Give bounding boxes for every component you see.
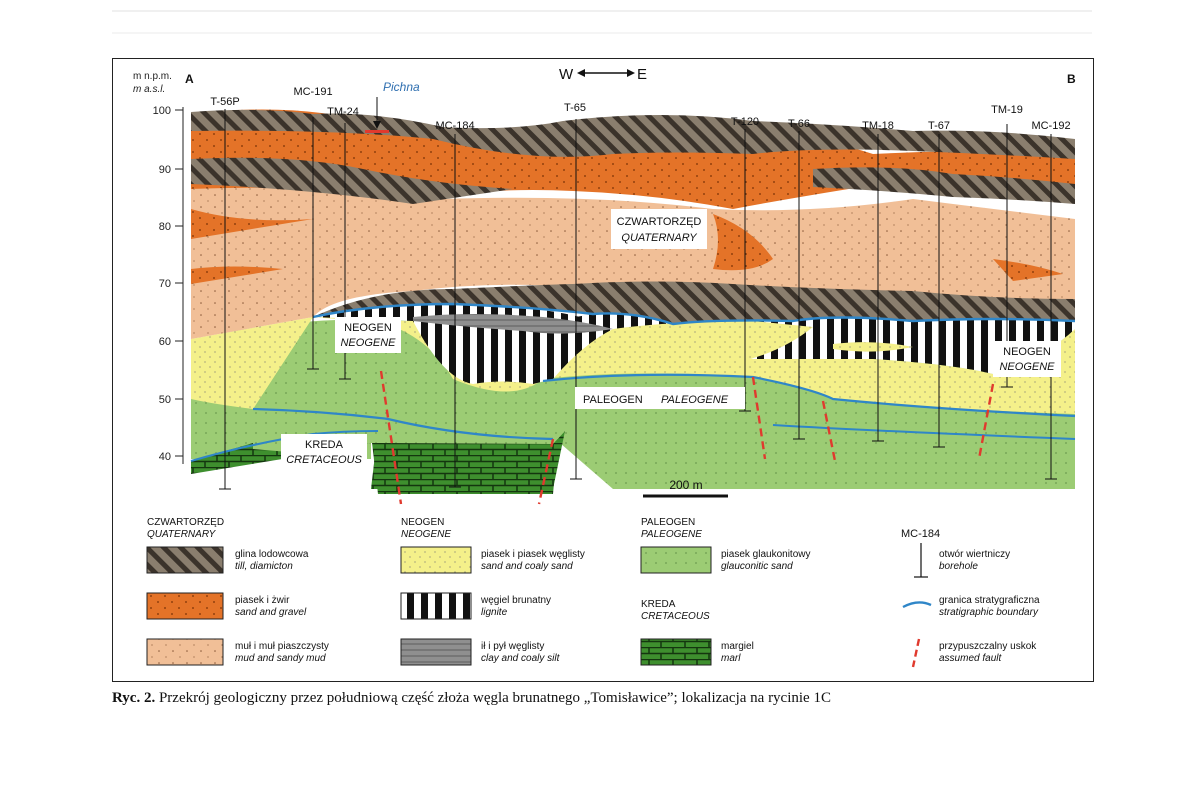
elevation-axis: m n.p.m. m a.s.l. 100 90 80 70 60 50 40 — [133, 71, 184, 464]
legend-heading-pl: CZWARTORZĘD — [147, 517, 224, 528]
legend-item-pl: otwór wiertniczy — [939, 549, 1010, 560]
tick-label: 80 — [159, 221, 171, 233]
legend-heading-en: QUATERNARY — [147, 529, 217, 540]
legend-item-en: mud and sandy mud — [235, 653, 326, 664]
legend-item-en: sand and coaly sand — [481, 561, 573, 572]
legend-boundary-symbol — [902, 601, 932, 609]
tick-label: 50 — [159, 394, 171, 406]
unit-label-pl: PALEOGEN — [583, 394, 643, 406]
section-end-a: A — [185, 72, 194, 86]
legend-borehole-label: MC-184 — [901, 528, 940, 540]
legend-swatch-marl — [640, 638, 712, 666]
legend-item-en: till, diamicton — [235, 561, 293, 572]
legend-swatch-lignite — [400, 592, 472, 620]
borehole-labels: T-56P MC-191 TM-24 MC-184 T-65 T-120 T-6… — [210, 86, 1070, 132]
scale-bar-label: 200 m — [669, 478, 702, 492]
axis-unit-pl: m n.p.m. — [133, 71, 172, 82]
legend-swatch-mud — [146, 638, 224, 666]
borehole-label: MC-184 — [435, 120, 474, 132]
unit-label-en: QUATERNARY — [621, 232, 697, 244]
legend-item-pl: węgiel brunatny — [480, 595, 551, 606]
east-label: E — [637, 66, 647, 83]
borehole-label: T-120 — [731, 116, 759, 128]
legend-item-pl: muł i muł piaszczysty — [235, 641, 329, 652]
legend-item-pl: granica stratygraficzna — [939, 595, 1040, 606]
geological-cross-section: m n.p.m. m a.s.l. 100 90 80 70 60 50 40 … — [133, 66, 1076, 668]
unit-label-pl: NEOGEN — [1003, 346, 1051, 358]
borehole-label: TM-24 — [327, 106, 359, 118]
borehole-label: T-67 — [928, 120, 950, 132]
legend-swatch-clay — [400, 638, 472, 666]
figure-frame: m n.p.m. m a.s.l. 100 90 80 70 60 50 40 … — [112, 58, 1094, 682]
borehole-label: TM-18 — [862, 120, 894, 132]
legend-item-pl: piasek i żwir — [235, 595, 290, 606]
legend-item-pl: piasek i piasek węglisty — [481, 549, 585, 560]
legend-swatch-neogene-sand — [400, 546, 472, 574]
legend-heading-en: NEOGENE — [401, 529, 451, 540]
legend-swatch-glauconitic — [640, 546, 712, 574]
assumed-faults — [379, 370, 995, 505]
legend-item-en: lignite — [481, 607, 508, 618]
figure-caption: Ryc. 2. Przekrój geologiczny przez połud… — [112, 690, 831, 707]
legend-item-pl: piasek glaukonitowy — [721, 549, 811, 560]
legend-fault-symbol — [911, 638, 921, 668]
legend-item-en: assumed fault — [939, 653, 1002, 664]
legend-item-en: glauconitic sand — [721, 561, 793, 572]
unit-label-en: CRETACEOUS — [286, 454, 362, 466]
borehole-label: T-56P — [210, 96, 239, 108]
unit-labels: CZWARTORZĘD QUATERNARY NEOGEN NEOGENE NE… — [281, 209, 1061, 470]
axis-unit-en: m a.s.l. — [133, 84, 165, 95]
river-label: Pichna — [383, 80, 420, 94]
tick-label: 100 — [153, 105, 171, 117]
legend-swatch-gravel — [146, 592, 224, 620]
section-end-b: B — [1067, 72, 1076, 86]
legend-swatch-till — [146, 546, 224, 574]
legend-heading-pl: PALEOGEN — [641, 517, 695, 528]
legend-item-pl: przypuszczalny uskok — [939, 641, 1037, 652]
legend: CZWARTORZĘD QUATERNARY glina lodowcowa t… — [146, 517, 1040, 668]
legend-item-en: clay and coaly silt — [481, 653, 561, 664]
unit-label-en: NEOGENE — [999, 361, 1055, 373]
legend-item-en: stratigraphic boundary — [939, 607, 1039, 618]
borehole-label: T-65 — [564, 102, 586, 114]
tick-label: 90 — [159, 164, 171, 176]
tick-label: 60 — [159, 336, 171, 348]
borehole-label: MC-192 — [1031, 120, 1070, 132]
legend-heading-pl: NEOGEN — [401, 517, 444, 528]
legend-item-en: borehole — [939, 561, 978, 572]
borehole-label: TM-19 — [991, 104, 1023, 116]
legend-heading-en: PALEOGENE — [641, 529, 702, 540]
legend-heading-pl: KREDA — [641, 599, 676, 610]
tick-label: 70 — [159, 278, 171, 290]
caption-text: Przekrój geologiczny przez południową cz… — [155, 690, 831, 706]
unit-label-pl: CZWARTORZĘD — [617, 216, 702, 228]
legend-item-pl: glina lodowcowa — [235, 549, 309, 560]
unit-label-en: PALEOGENE — [661, 394, 729, 406]
unit-label-pl: KREDA — [305, 439, 344, 451]
unit-label-en: NEOGENE — [340, 337, 396, 349]
scale-bar: 200 m — [643, 478, 728, 498]
legend-item-en: marl — [721, 653, 741, 664]
orientation-arrow: W E — [559, 66, 647, 83]
borehole-label: T-66 — [788, 118, 810, 130]
legend-item-pl: ił i pył węglisty — [481, 641, 544, 652]
legend-item-pl: margiel — [721, 641, 754, 652]
legend-item-en: sand and gravel — [235, 607, 307, 618]
borehole-label: MC-191 — [293, 86, 332, 98]
legend-heading-en: CRETACEOUS — [641, 611, 710, 622]
tick-label: 40 — [159, 451, 171, 463]
unit-label-pl: NEOGEN — [344, 322, 392, 334]
caption-label: Ryc. 2. — [112, 690, 156, 706]
west-label: W — [559, 66, 574, 83]
